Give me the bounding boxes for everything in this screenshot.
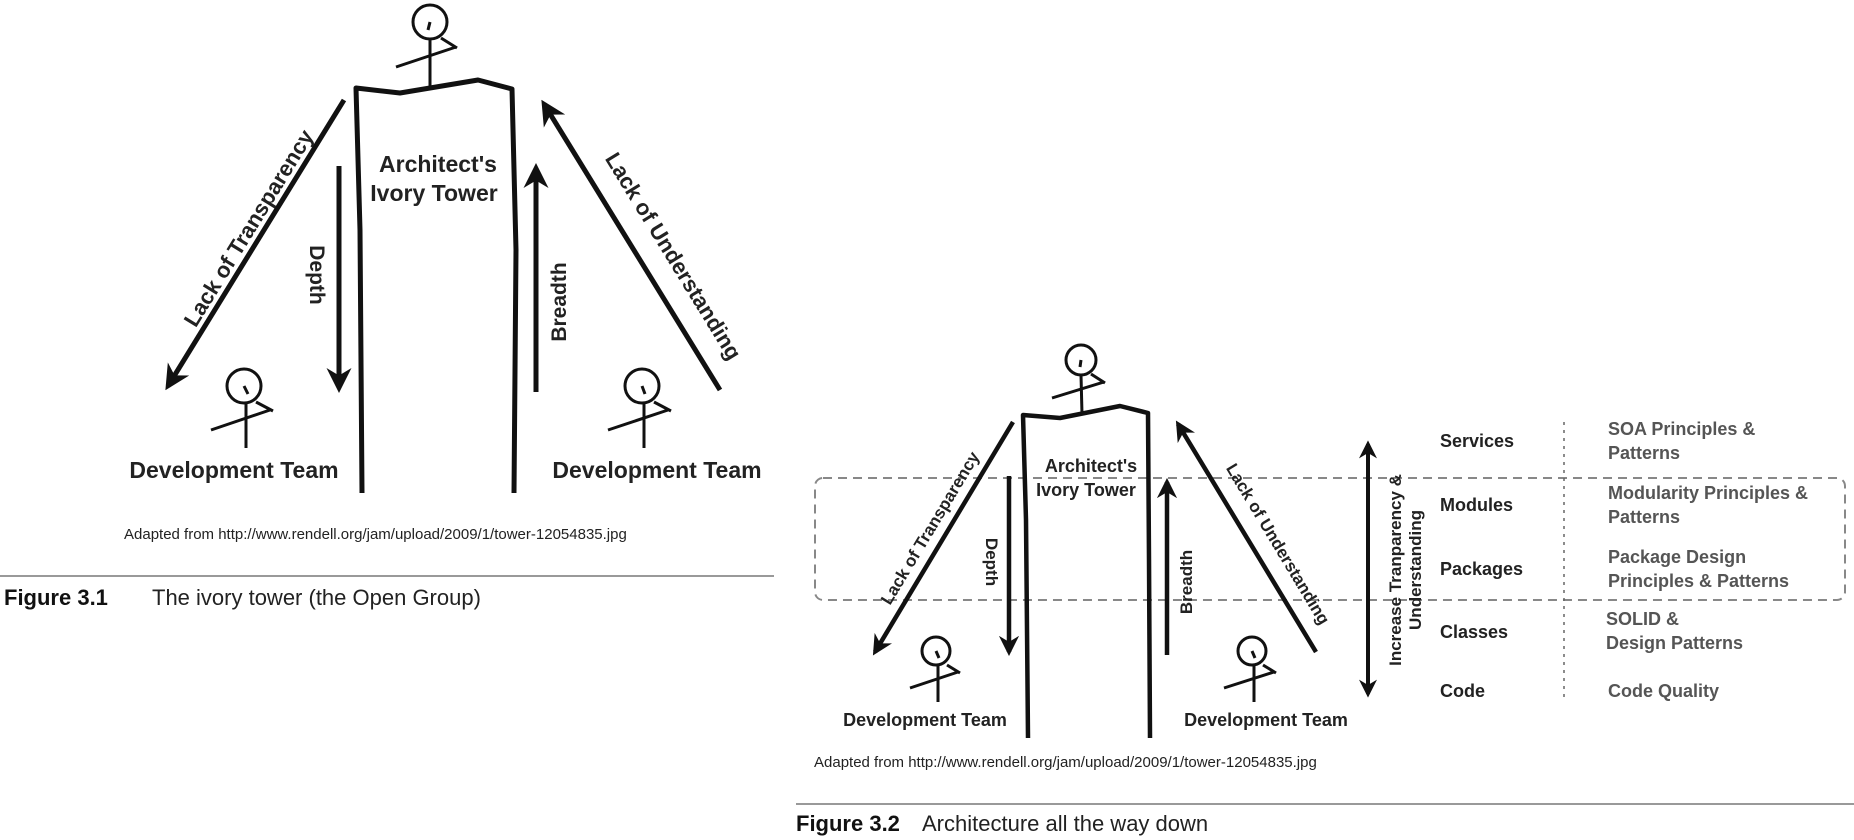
caption-number: Figure 3.2 (796, 811, 900, 836)
level-description-line1: SOLID & (1606, 609, 1679, 629)
level-label: Modules (1440, 495, 1513, 515)
breadth-label: Breadth (548, 262, 571, 341)
caption-text: The ivory tower (the Open Group) (152, 585, 481, 610)
level-label: Packages (1440, 559, 1523, 579)
ivory-tower-outline (1020, 403, 1153, 739)
depth-label: Depth (305, 245, 328, 305)
lack-of-transparency-arrow (165, 98, 347, 391)
level-description-line1: SOA Principles & (1608, 419, 1755, 439)
breadth-label: Breadth (1177, 550, 1196, 614)
level-description-line2: Principles & Patterns (1608, 571, 1789, 591)
level-description-line1: Package Design (1608, 547, 1746, 567)
lack-of-understanding-arrow (541, 99, 723, 392)
level-description-line1: Code Quality (1608, 681, 1719, 701)
level-label: Code (1440, 681, 1485, 701)
developer-left-figure-icon (909, 635, 961, 702)
lack-of-transparency-label: Lack of Transparency (877, 448, 984, 608)
table-row: Code Code Quality (1440, 681, 1719, 701)
level-description-line2: Patterns (1608, 507, 1680, 527)
highlight-dashed-box (814, 477, 1846, 601)
tower-label-line1: Architect's (379, 151, 497, 177)
vertical-label-line2: Understanding (1406, 510, 1425, 630)
development-team-right-label: Development Team (1184, 710, 1348, 730)
development-team-right-label: Development Team (552, 457, 761, 483)
source-attribution: Adapted from http://www.rendell.org/jam/… (124, 526, 627, 543)
tower-label-line1: Architect's (1045, 456, 1137, 476)
figure-3-1: Architect's Ivory Tower Lack of Transpar… (0, 3, 774, 610)
development-team-left-label: Development Team (843, 710, 1007, 730)
level-label: Services (1440, 431, 1514, 451)
lack-of-understanding-label: Lack of Understanding (1222, 460, 1333, 628)
level-description-line1: Modularity Principles & (1608, 483, 1808, 503)
lack-of-transparency-arrow (872, 420, 1015, 656)
table-row: Classes SOLID & Design Patterns (1440, 609, 1743, 653)
source-attribution: Adapted from http://www.rendell.org/jam/… (814, 754, 1317, 771)
tower-label-line2: Ivory Tower (1036, 480, 1136, 500)
developer-right-figure-icon (607, 367, 672, 448)
vertical-label-line1: Increase Tranparency & (1386, 474, 1405, 666)
lack-of-transparency-label: Lack of Transparency (179, 125, 319, 331)
caption-text: Architecture all the way down (922, 811, 1208, 836)
architect-figure-icon (395, 3, 458, 86)
levels-table: Services SOA Principles & Patterns Modul… (1440, 419, 1808, 701)
table-row: Packages Package Design Principles & Pat… (1440, 547, 1789, 591)
developer-right-figure-icon (1223, 635, 1277, 702)
ivory-tower-outline (353, 77, 519, 494)
architect-figure-icon (1051, 343, 1106, 415)
developer-left-figure-icon (210, 367, 274, 448)
lack-of-understanding-arrow (1175, 420, 1318, 654)
figure-3-2: Architect's Ivory Tower Lack of Transpar… (796, 343, 1854, 836)
level-label: Classes (1440, 622, 1508, 642)
depth-label: Depth (982, 538, 1001, 586)
lack-of-understanding-label: Lack of Understanding (600, 148, 746, 364)
table-row: Services SOA Principles & Patterns (1440, 419, 1755, 463)
level-description-line2: Design Patterns (1606, 633, 1743, 653)
table-row: Modules Modularity Principles & Patterns (1440, 483, 1808, 527)
caption-number: Figure 3.1 (4, 585, 108, 610)
tower-label-line2: Ivory Tower (370, 180, 497, 206)
development-team-left-label: Development Team (129, 457, 338, 483)
level-description-line2: Patterns (1608, 443, 1680, 463)
